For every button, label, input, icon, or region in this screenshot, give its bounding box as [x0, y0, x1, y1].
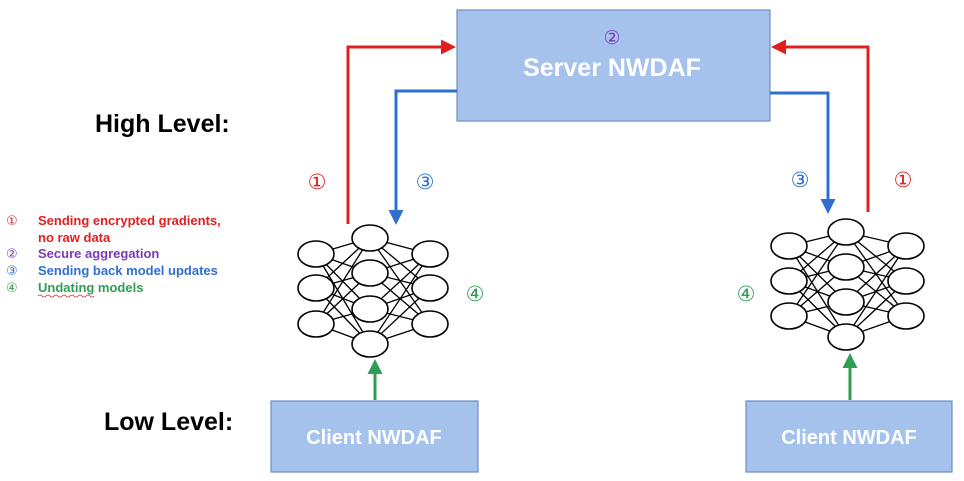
- legend-marker-2: ②: [6, 247, 18, 262]
- network-node: [351, 224, 389, 252]
- server-box-shape: [456, 9, 771, 122]
- network-edge: [788, 231, 847, 317]
- left-send-gradients-arrow: [346, 39, 456, 224]
- low-level-label: Low Level:: [104, 408, 233, 436]
- network-node: [351, 295, 389, 323]
- left-return-updates-arrow: [388, 89, 457, 225]
- legend-text-2: Secure aggregation: [38, 246, 159, 261]
- network-node: [351, 330, 389, 358]
- network-node: [770, 302, 808, 330]
- network-edge: [369, 253, 431, 345]
- network-node: [887, 302, 925, 330]
- left-step-4-marker: ④: [466, 282, 485, 306]
- network-node: [297, 310, 335, 338]
- high-level-label: High Level:: [95, 110, 230, 138]
- network-node: [827, 323, 865, 351]
- network-node: [887, 267, 925, 295]
- legend-text-4: Undating models: [38, 280, 143, 295]
- client-nwdaf-box-right: Client NWDAF: [745, 400, 953, 473]
- left-step-3-marker: ③: [416, 170, 435, 194]
- network-node: [827, 288, 865, 316]
- legend-text-1: Sending encrypted gradients,: [38, 213, 221, 228]
- neural-network-icon: [297, 224, 449, 358]
- network-node: [770, 267, 808, 295]
- right-step-1-marker: ①: [894, 168, 913, 192]
- client-title-left: Client NWDAF: [306, 427, 442, 449]
- legend-marker-1: ①: [6, 214, 18, 229]
- network-node: [827, 253, 865, 281]
- server-title: Server NWDAF: [523, 54, 701, 82]
- network-node: [411, 240, 449, 268]
- right-step-3-marker: ③: [791, 168, 810, 192]
- legend-text-3: Sending back model updates: [38, 263, 218, 278]
- server-nwdaf-box: ② Server NWDAF: [456, 9, 771, 122]
- spellcheck-underline: [37, 294, 95, 298]
- server-step-marker: ②: [603, 27, 620, 49]
- network-node: [297, 274, 335, 302]
- network-node: [770, 232, 808, 260]
- client-nwdaf-box-left: Client NWDAF: [270, 400, 479, 473]
- client-title-right: Client NWDAF: [781, 427, 917, 449]
- client-box-shape-right: [745, 400, 953, 473]
- left-step-1-marker: ①: [308, 170, 327, 194]
- legend-text-1-continued: no raw data: [38, 230, 111, 245]
- network-node: [827, 218, 865, 246]
- right-step-4-marker: ④: [737, 282, 756, 306]
- client-box-shape-left: [270, 400, 479, 473]
- network-node: [887, 232, 925, 260]
- network-node: [297, 240, 335, 268]
- network-edge: [845, 245, 907, 338]
- neural-network-icon: [770, 218, 925, 351]
- network-node: [351, 259, 389, 287]
- right-return-updates-arrow: [770, 91, 836, 214]
- right-send-gradients-arrow: [771, 39, 870, 212]
- legend-marker-3: ③: [6, 264, 18, 279]
- network-node: [411, 310, 449, 338]
- legend: ① Sending encrypted gradients, no raw da…: [6, 213, 221, 298]
- network-node: [411, 274, 449, 302]
- network-edge: [315, 237, 371, 325]
- legend-marker-4: ④: [6, 281, 18, 296]
